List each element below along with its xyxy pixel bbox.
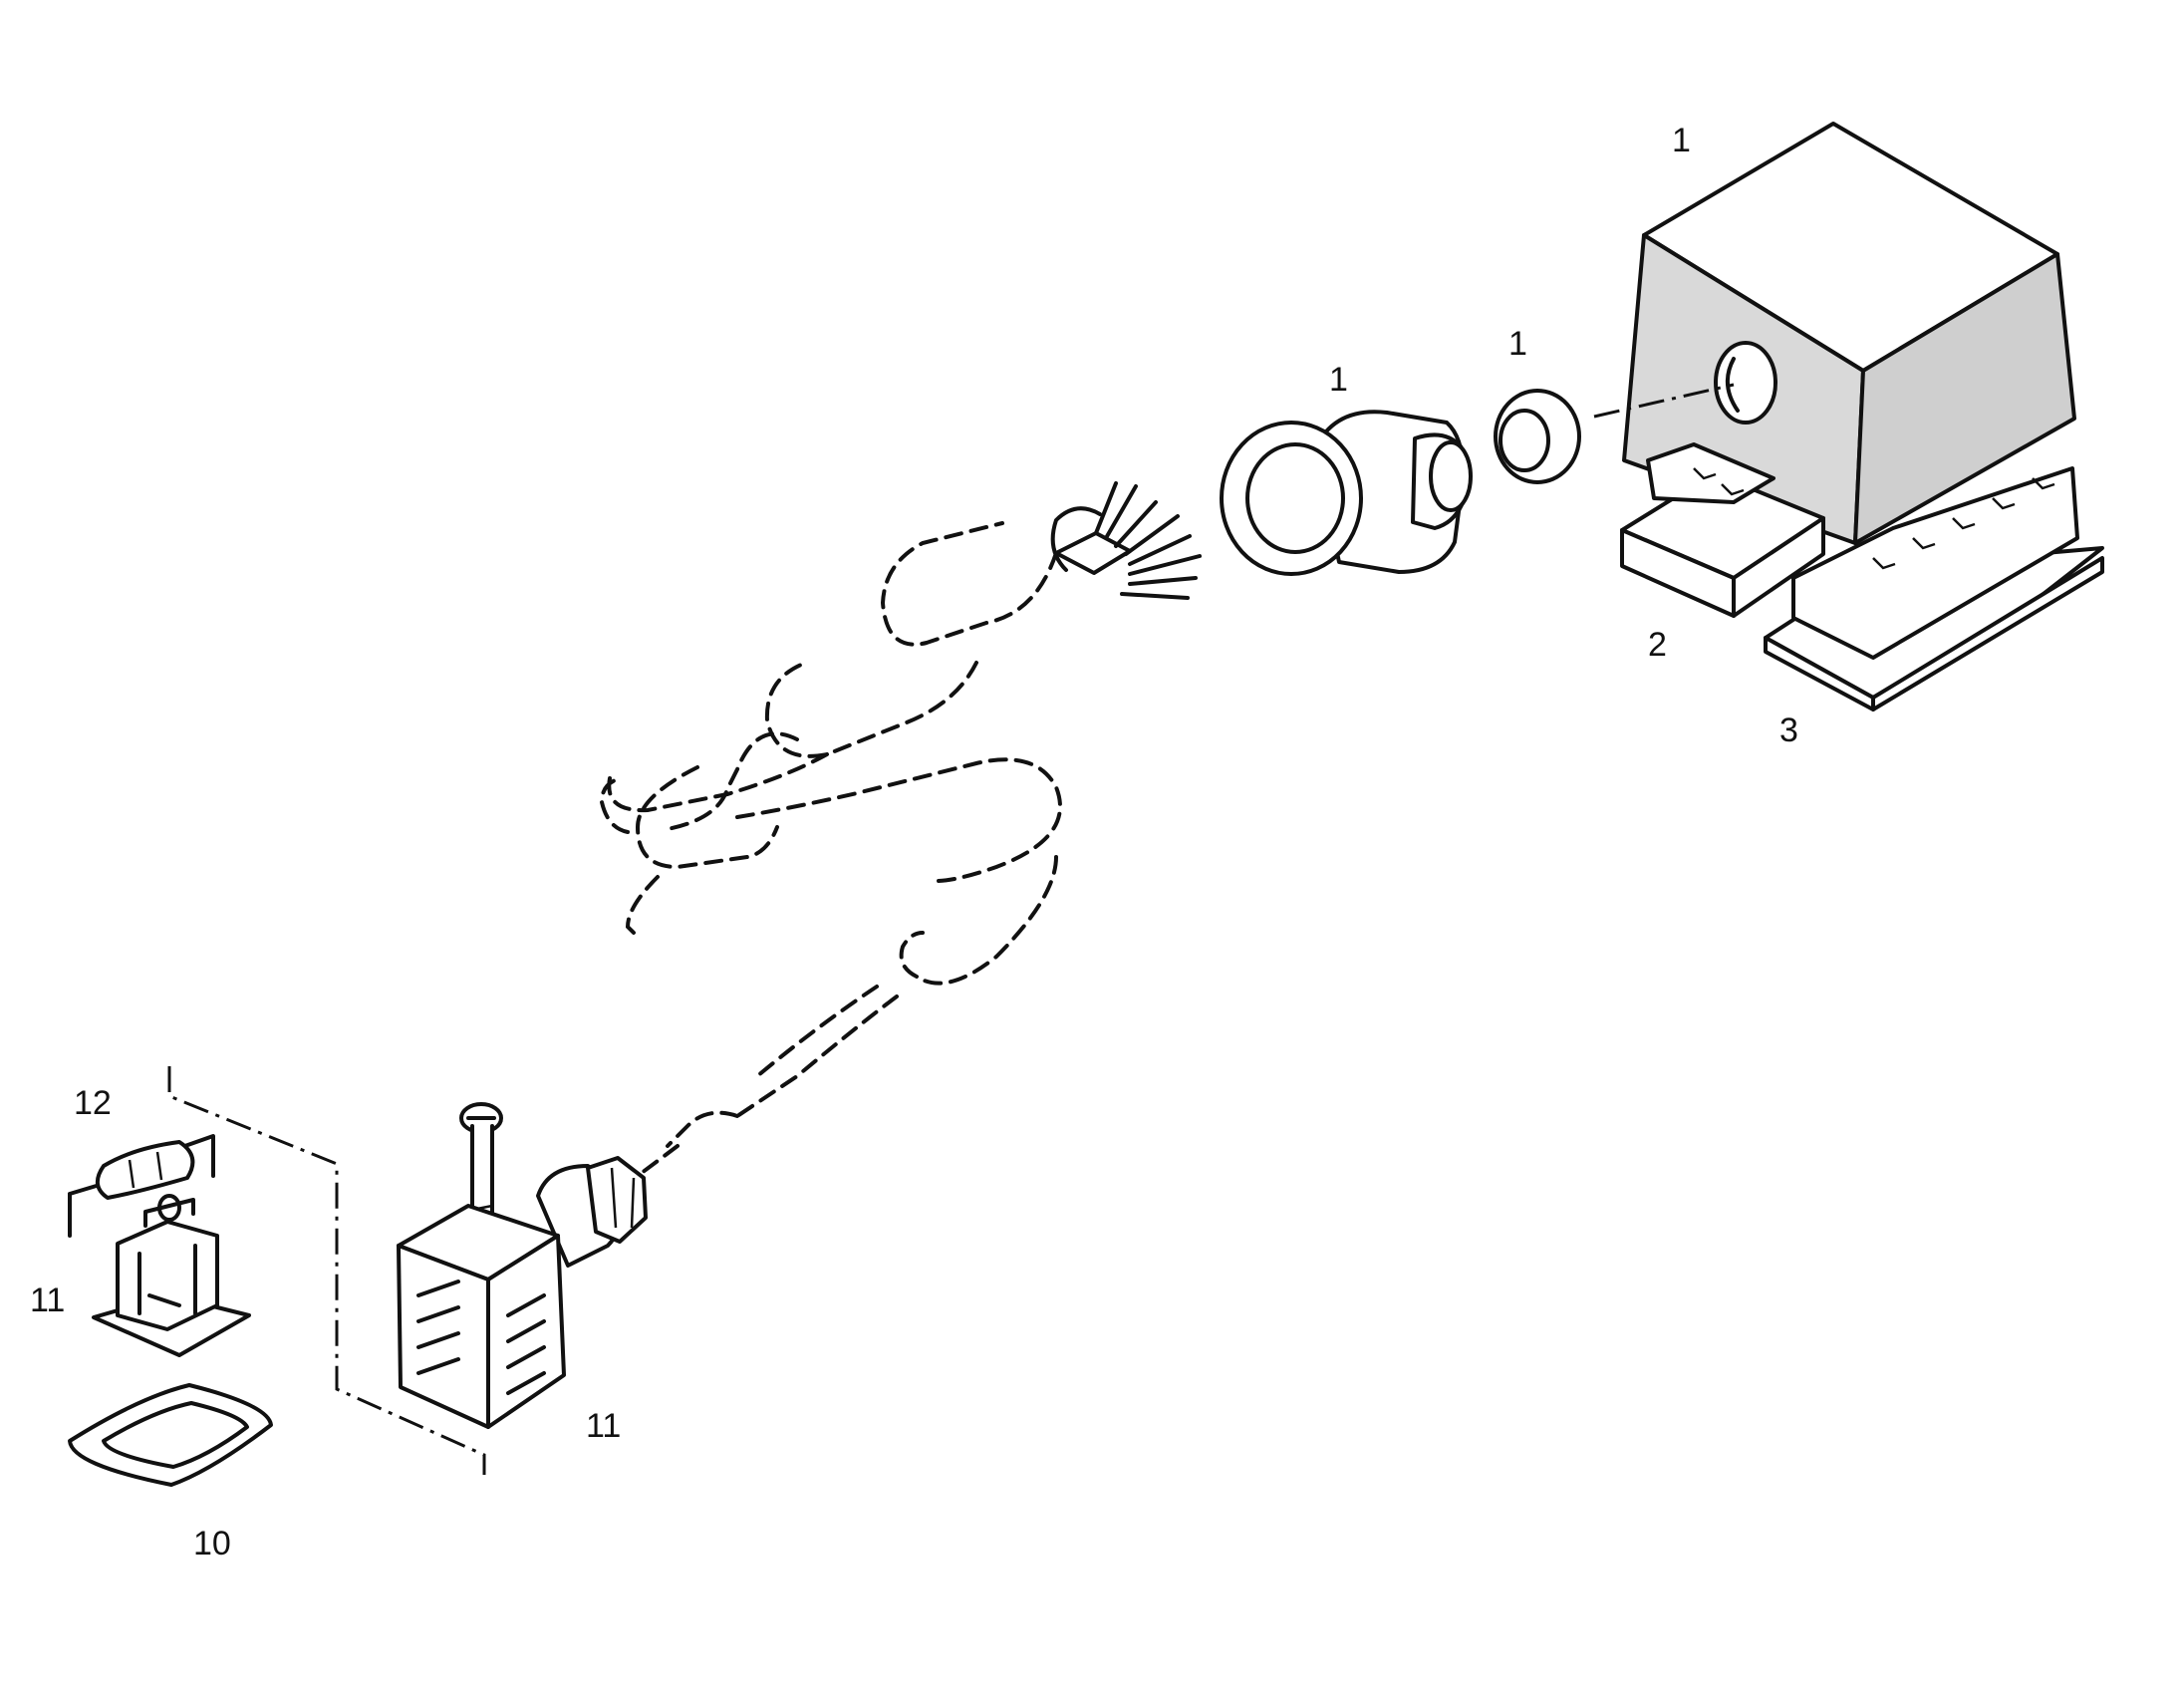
stripped-cable-end: [1050, 481, 1202, 600]
label-hood: 1: [1672, 122, 1691, 159]
label-insert-large: 3: [1779, 711, 1798, 749]
seal-ring: [1494, 389, 1581, 484]
cable-phantom: [599, 521, 1062, 1178]
connector-hood: [1622, 122, 2076, 545]
contact-carrier: [92, 1194, 251, 1357]
label-gland: 1: [1329, 361, 1348, 399]
component-resistor: [68, 1134, 215, 1238]
label-seal: 1: [1508, 325, 1527, 363]
label-gasket: 10: [193, 1525, 231, 1563]
insert-large: [1764, 466, 2104, 711]
insert-small: [1620, 442, 1825, 618]
alignment-bracket: [167, 1066, 486, 1475]
label-insert-small: 2: [1648, 626, 1667, 664]
cable-gland: [1220, 410, 1473, 576]
label-contact-carrier: 11: [30, 1281, 65, 1319]
gasket: [68, 1383, 273, 1487]
label-plug-connector: 11: [586, 1407, 621, 1445]
alignment-line-gland: [1593, 383, 1735, 419]
plug-connector: [397, 1102, 648, 1429]
label-component: 12: [74, 1084, 112, 1122]
